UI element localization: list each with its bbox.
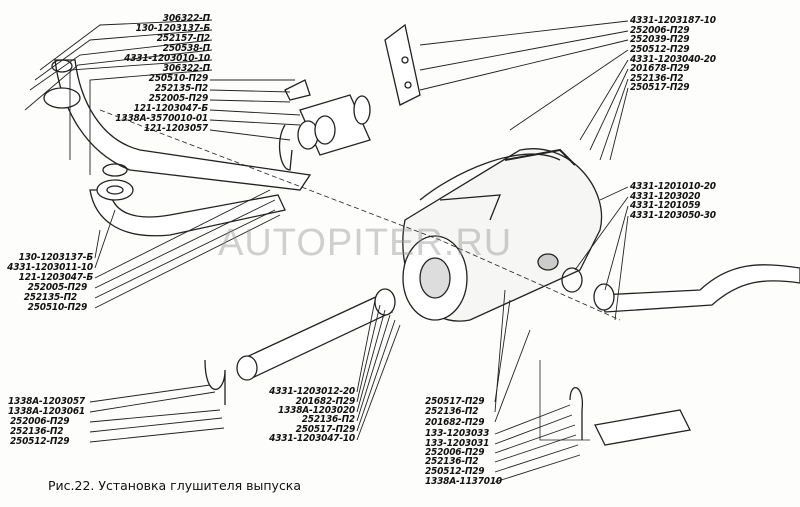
- tail-tip: [569, 387, 691, 446]
- part-label: 133-1203033: [425, 428, 490, 439]
- part-label: 250512-П29: [10, 436, 70, 447]
- part-label: 252136-П2: [425, 456, 479, 467]
- part-label: 252006-П29: [425, 447, 485, 458]
- part-label: 252135-П2: [23, 292, 77, 303]
- part-label: 252136-П2: [630, 73, 684, 84]
- part-label: 121-1203057: [143, 123, 208, 134]
- part-label: 250512-П29: [425, 466, 485, 477]
- part-label: 4331-1201010-20: [630, 181, 716, 192]
- part-label: 1338А-1203020: [278, 405, 355, 416]
- part-label: 252005-П29: [148, 93, 209, 104]
- part-label: 250510-П29: [27, 302, 88, 313]
- part-label: 4331-1203020: [630, 191, 701, 202]
- part-label: 4331-1203050-30: [630, 210, 716, 221]
- part-label: 4331-1201059: [630, 200, 701, 211]
- part-label: 252006-П29: [10, 416, 70, 427]
- part-label: 201682-П29: [295, 396, 356, 407]
- leader-lines: [24, 19, 629, 483]
- part-label: 252039-П29: [630, 34, 690, 45]
- tail-pipe: [561, 264, 800, 313]
- part-label: 250512-П29: [630, 44, 690, 55]
- part-label: 1338А-1203061: [8, 406, 85, 417]
- part-label: 252136-П2: [425, 406, 479, 417]
- part-label: 252136-П2: [10, 426, 64, 437]
- part-label: 250517-П29: [425, 396, 485, 407]
- part-label: 201682-П29: [425, 417, 485, 428]
- part-label: 4331-1203047-10: [269, 433, 355, 444]
- part-label: 4331-1203187-10: [630, 15, 716, 26]
- pipe-connector: [278, 79, 371, 171]
- part-label: 250517-П29: [630, 82, 690, 93]
- part-label: 133-1203031: [425, 438, 490, 449]
- part-label: 252006-П29: [630, 25, 690, 36]
- hanger-bracket: [384, 23, 421, 106]
- part-label: 121-1203047-Б: [18, 272, 94, 283]
- part-label: 250510-П29: [148, 73, 209, 84]
- part-label: 4331-1203011-10: [7, 262, 93, 273]
- part-label: 306322-П: [162, 63, 210, 74]
- figure-caption: Рис.22. Установка глушителя выпуска: [48, 478, 302, 493]
- part-label: 250517-П29: [295, 424, 356, 435]
- part-label: 252005-П29: [27, 282, 88, 293]
- watermark: AUTOPITER.RU: [218, 222, 513, 264]
- part-label: 4331-1203040-20: [630, 54, 716, 65]
- part-label: 252157-П2: [156, 33, 210, 44]
- part-label: 306322-П: [162, 13, 210, 24]
- part-label: 252135-П2: [154, 83, 208, 94]
- part-label: 130-1203137-Б: [18, 252, 94, 263]
- front-exhaust-pipes: [43, 59, 312, 237]
- part-label: 201678-П29: [630, 63, 690, 74]
- part-label: 1338А-1203057: [8, 396, 85, 407]
- part-label: 4331-1203010-10: [124, 53, 210, 64]
- intermediate-pipe: [204, 288, 396, 405]
- part-label: 1338А-3570010-01: [115, 113, 208, 124]
- part-label: 4331-1203012-20: [269, 386, 355, 397]
- part-label: 1338А-1137010: [425, 476, 502, 487]
- part-label: 130-1203137-Б: [135, 23, 211, 34]
- part-label: 250538-П: [162, 43, 210, 54]
- part-label: 121-1203047-Б: [133, 103, 209, 114]
- part-label: 252136-П2: [301, 414, 355, 425]
